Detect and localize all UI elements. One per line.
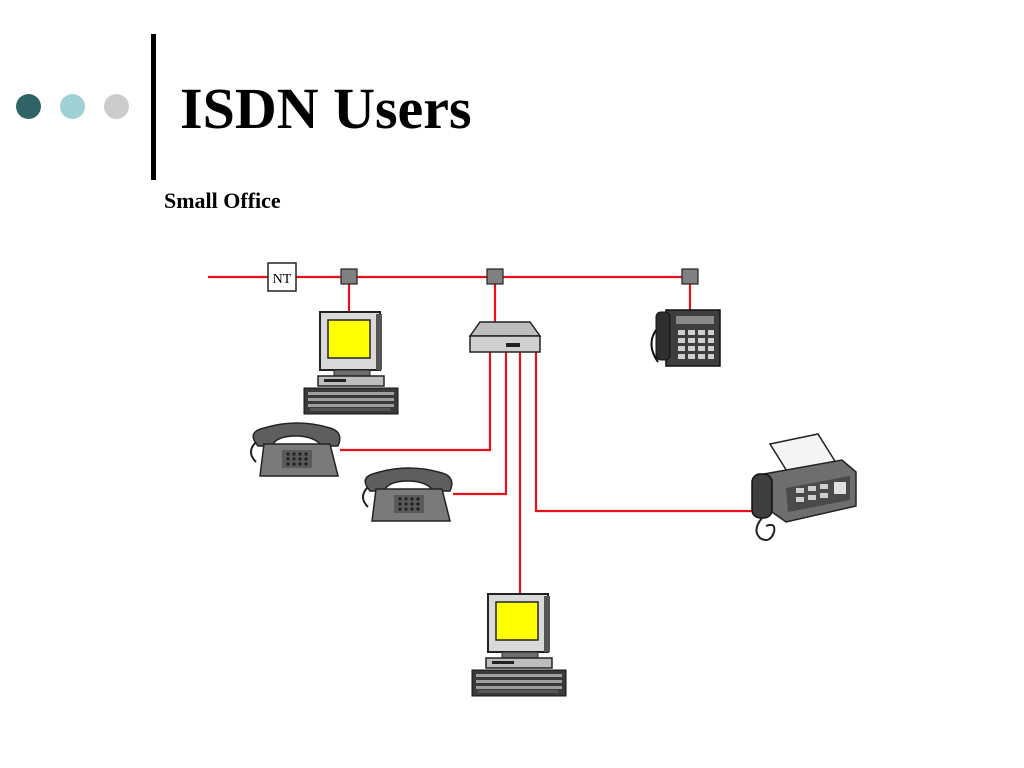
phone-2 <box>362 467 453 522</box>
junction-3 <box>681 268 699 285</box>
wire-to-fax <box>534 352 762 513</box>
phone-1 <box>250 422 341 477</box>
pc-2 <box>471 593 567 697</box>
dot-dark-teal <box>16 94 41 119</box>
junction-2 <box>486 268 504 285</box>
fax-machine <box>751 433 857 541</box>
desk-phone <box>650 309 721 367</box>
terminal-adapter <box>468 321 542 353</box>
title-divider-bar <box>151 34 156 180</box>
nt-label: NT <box>273 272 292 287</box>
junction-1 <box>340 268 358 285</box>
wiring <box>208 275 762 594</box>
wire-to-phone-2 <box>453 352 508 496</box>
decorative-dots <box>16 94 136 120</box>
dot-gray <box>104 94 129 119</box>
nt-box: NT <box>267 262 297 292</box>
pc-1 <box>303 311 399 415</box>
dot-light-teal <box>60 94 85 119</box>
slide-subtitle: Small Office <box>164 188 281 213</box>
wire-to-phone-1 <box>340 352 492 452</box>
junctions <box>340 268 699 285</box>
slide-title: ISDN Users <box>180 76 472 141</box>
